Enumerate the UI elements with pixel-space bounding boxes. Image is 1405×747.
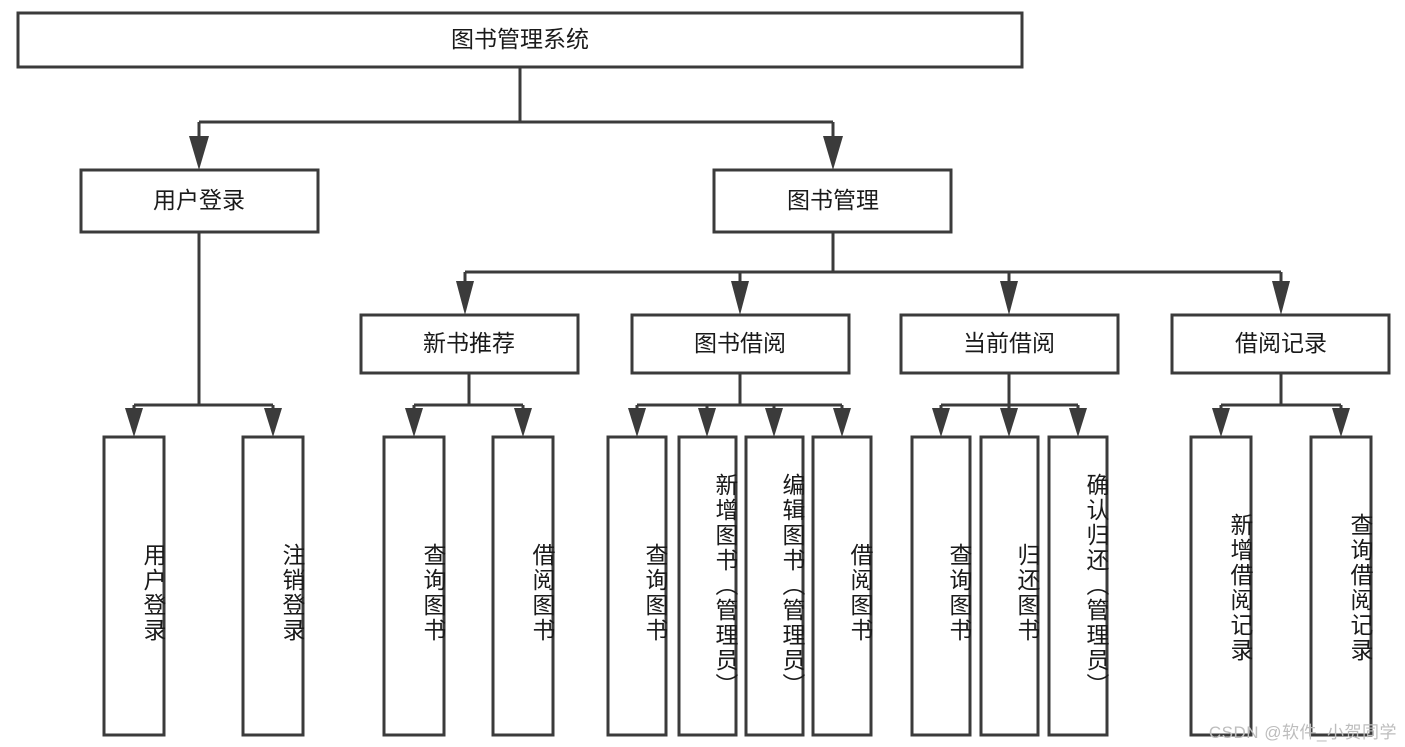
arrow-leaf-bb-2 [698, 408, 716, 437]
arrow-leaf-cb-3 [1069, 408, 1087, 437]
node-borrow-record-box[interactable] [1170, 313, 1391, 375]
node-book-borrow[interactable]: 图书借阅 [630, 313, 851, 375]
connector-group-currentborrow [932, 373, 1087, 437]
leaf-box-book-borrow-4[interactable] [811, 435, 873, 737]
arrow-userlogin [189, 136, 209, 170]
arrow-leaf-user-2 [264, 408, 282, 437]
connector-group-bookborrow [628, 373, 851, 437]
arrow-currentborrow [1000, 281, 1018, 315]
arrow-bookmgmt [823, 136, 843, 170]
arrow-leaf-cb-1 [932, 408, 950, 437]
node-book-borrow-box[interactable] [630, 313, 851, 375]
connector-group-bookmgmt [456, 232, 1290, 315]
node-current-borrow-box[interactable] [899, 313, 1120, 375]
arrow-leaf-nb-1 [405, 408, 423, 437]
leaf-box-new-book-1[interactable] [382, 435, 446, 737]
leaf-boxes-user-login [102, 435, 305, 737]
leaf-boxes-borrow-record [1189, 435, 1373, 737]
node-book-management-label: 图书管理 [787, 187, 879, 213]
connector-group-newbook [405, 373, 532, 437]
leaf-box-current-borrow-2[interactable] [979, 435, 1040, 737]
connector-group-root [189, 67, 843, 170]
leaf-box-book-borrow-1[interactable] [606, 435, 668, 737]
connector-group-userlogin [125, 232, 282, 437]
leaf-box-user-login-2[interactable] [241, 435, 305, 737]
node-current-borrow-label: 当前借阅 [963, 330, 1055, 356]
node-current-borrow[interactable]: 当前借阅 [899, 313, 1120, 375]
arrow-leaf-bb-3 [765, 408, 783, 437]
leaf-box-borrow-record-2[interactable] [1309, 435, 1373, 737]
leaf-box-user-login-1[interactable] [102, 435, 166, 737]
leaf-boxes-current-borrow [910, 435, 1109, 737]
node-book-borrow-label: 图书借阅 [694, 330, 786, 356]
node-new-book-recommend[interactable]: 新书推荐 [359, 313, 580, 375]
leaf-boxes-book-borrow [606, 435, 873, 737]
node-user-login-label: 用户登录 [153, 187, 245, 213]
arrow-leaf-nb-2 [514, 408, 532, 437]
leaf-box-current-borrow-1[interactable] [910, 435, 972, 737]
leaf-box-current-borrow-3[interactable] [1047, 435, 1109, 737]
arrow-borrowrecord [1272, 281, 1290, 315]
leaf-box-new-book-2[interactable] [491, 435, 555, 737]
arrow-leaf-br-1 [1212, 408, 1230, 437]
arrow-leaf-bb-4 [833, 408, 851, 437]
node-book-management-box[interactable] [712, 168, 953, 234]
leaf-box-book-borrow-2[interactable] [677, 435, 738, 737]
node-user-login-box[interactable] [79, 168, 320, 234]
arrow-newbook [456, 281, 474, 315]
arrow-leaf-bb-1 [628, 408, 646, 437]
arrow-leaf-br-2 [1332, 408, 1350, 437]
connector-group-borrowrecord [1212, 373, 1350, 437]
node-root[interactable]: 图书管理系统 [16, 11, 1024, 69]
node-new-book-recommend-box[interactable] [359, 313, 580, 375]
arrow-bookborrow [731, 281, 749, 315]
arrow-leaf-cb-2 [1000, 408, 1018, 437]
node-borrow-record-label: 借阅记录 [1235, 330, 1327, 356]
node-root-box[interactable] [16, 11, 1024, 69]
csdn-watermark: CSDN @软件_小贺同学 [1208, 723, 1397, 742]
leaf-box-borrow-record-1[interactable] [1189, 435, 1253, 737]
arrow-leaf-user-1 [125, 408, 143, 437]
node-new-book-recommend-label: 新书推荐 [423, 330, 515, 356]
node-root-label: 图书管理系统 [451, 26, 589, 52]
leaf-boxes-new-book [382, 435, 555, 737]
node-user-login[interactable]: 用户登录 [79, 168, 320, 234]
node-book-management[interactable]: 图书管理 [712, 168, 953, 234]
node-borrow-record[interactable]: 借阅记录 [1170, 313, 1391, 375]
leaf-box-book-borrow-3[interactable] [744, 435, 805, 737]
